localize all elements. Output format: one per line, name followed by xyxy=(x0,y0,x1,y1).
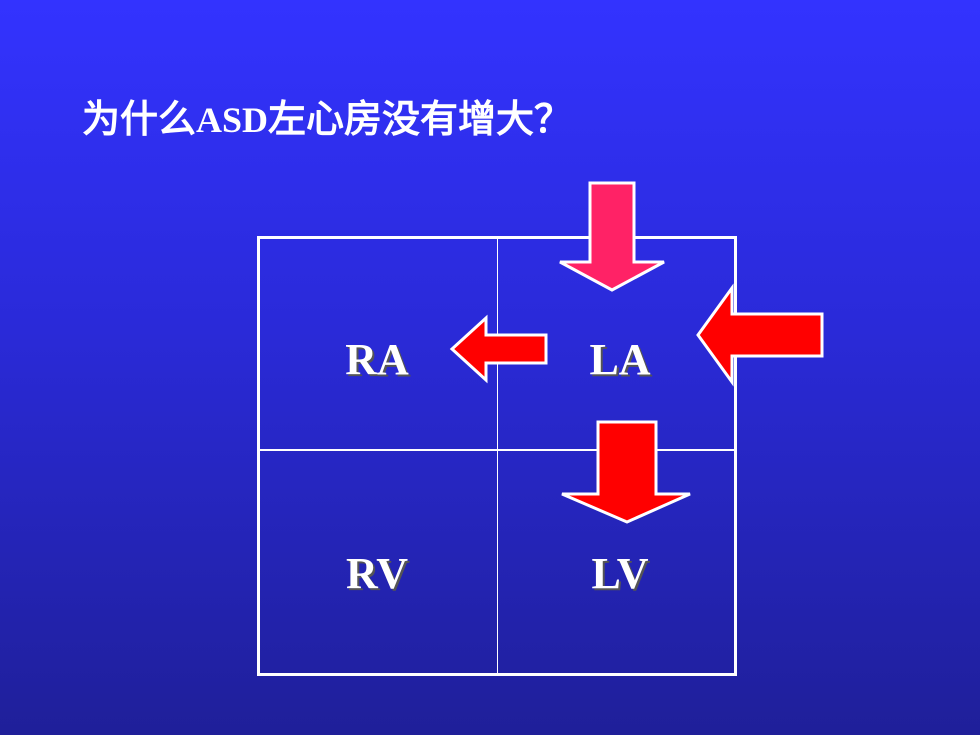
arrow-down-into-la-icon xyxy=(559,181,665,292)
title-suffix: 左心房没有增大？ xyxy=(268,97,573,141)
arrow-left-la-to-ra-icon xyxy=(449,314,548,384)
arrow-left-into-la-icon xyxy=(696,283,824,387)
septum-vertical-line xyxy=(497,236,498,676)
chamber-label-la: LA xyxy=(589,335,651,384)
title-latin: ASD xyxy=(196,100,269,140)
arrow-down-la-to-lv-icon xyxy=(561,420,691,524)
title-prefix: 为什么 xyxy=(82,97,197,141)
valve-horizontal-line xyxy=(257,449,737,451)
slide-title: 为什么ASD左心房没有增大？ xyxy=(82,88,572,143)
chamber-label-rv: RV xyxy=(345,549,408,598)
chamber-label-ra: RA xyxy=(345,335,409,384)
chamber-label-lv: LV xyxy=(591,549,649,598)
